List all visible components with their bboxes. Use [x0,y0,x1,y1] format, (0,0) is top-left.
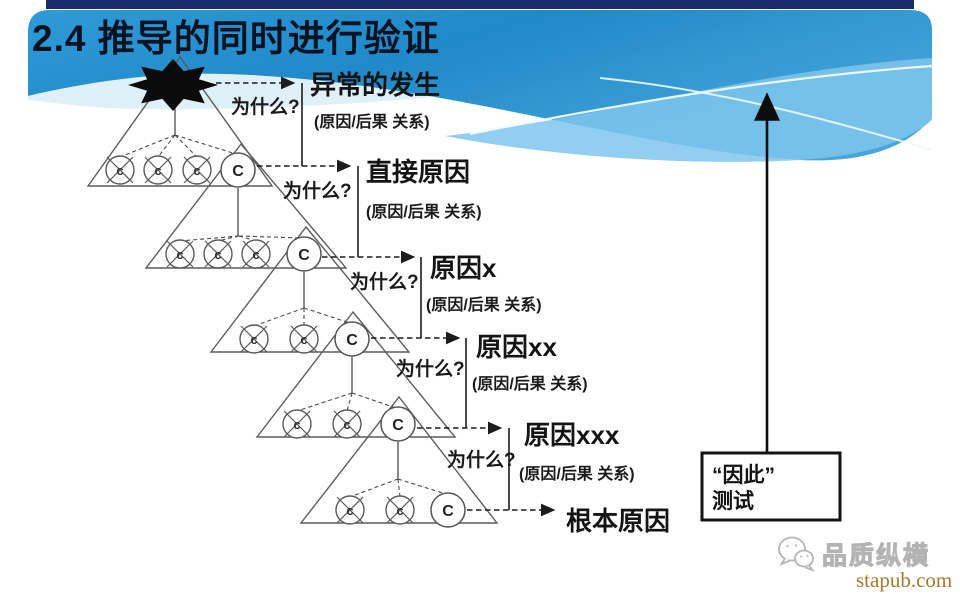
why-label: 为什么? [447,448,516,471]
wechat-icon [778,536,816,572]
why-chain: 异常的发生 (原因/后果 关系) 为什么? 直接原因 (原因/后果 关系) 为什… [216,70,670,536]
stage-root-cause: 根本原因 [467,503,670,536]
selected-cause-circle [220,152,256,188]
relation-label: (原因/后果 关系) [426,295,542,314]
therefore-box-line1: “因此” [712,463,775,487]
problem-triangle-1 [86,55,274,187]
rejected-cause-circle [385,495,415,525]
cause-fan-3 [253,307,351,327]
stage-cause-x: 原因x (原因/后果 关系) 为什么? [322,250,542,338]
relation-label: (原因/后果 关系) [366,202,482,221]
rejected-cause-circle [289,324,319,354]
starburst-icon [128,59,218,111]
stage-label: 异常的发生 [310,70,440,100]
selected-cause-circle [334,321,370,357]
why-label: 为什么? [283,179,352,202]
stage-cause-xxx: 原因xxx (原因/后果 关系) 为什么? [417,420,635,510]
rejected-cause-circle [239,324,269,354]
selected-cause-circle [286,236,322,272]
cause-fan-1 [119,134,237,158]
sky-light-wave [445,58,932,162]
selected-cause-circle [380,406,416,442]
footer-watermark: 品质纵横 stapub.com [778,536,952,592]
therefore-test-box [700,451,842,522]
stage-label: 原因xxx [524,420,620,450]
cause-fan-2 [179,235,303,242]
rejected-cause-circle [105,155,135,185]
rejected-cause-circle [143,155,173,185]
why-label: 为什么? [396,357,465,380]
stage-label: 根本原因 [566,506,670,536]
problem-triangle-2 [144,142,348,269]
why-label: 为什么? [231,95,300,118]
site-watermark: stapub.com [856,568,952,592]
rejected-cause-circle [203,239,233,269]
stage-cause-xx: 原因xx (原因/后果 关系) 为什么? [371,331,588,428]
cause-cascade-diagram [86,55,499,528]
stage-abnormal-occurrence: 异常的发生 (原因/后果 关系) 为什么? [216,70,440,166]
stage-label: 直接原因 [366,157,470,187]
stage-label: 原因x [430,253,497,283]
selected-cause-circle [430,492,466,528]
relation-label: (原因/后果 关系) [314,112,430,131]
therefore-box-line2: 测试 [712,490,754,513]
stage-direct-cause: 直接原因 (原因/后果 关系) 为什么? [257,157,482,257]
top-navy-strip [46,0,914,9]
brand-watermark: 品质纵横 [822,542,930,570]
rejected-cause-circle [241,239,271,269]
therefore-test: “因此” 测试 [700,92,842,522]
rejected-cause-circle [182,155,212,185]
relation-label: (原因/后果 关系) [472,374,588,393]
rejected-cause-circle [335,495,365,525]
header-wave-banner: 2.4 推导的同时进行验证 [28,0,933,162]
white-swoosh-1 [469,64,933,136]
stage-label: 原因xx [476,332,557,362]
left-underglow-wave [28,73,435,110]
relation-label: (原因/后果 关系) [519,464,635,483]
problem-triangle-4 [255,310,457,438]
rejected-cause-circle [332,409,362,439]
rejected-cause-circle [282,409,312,439]
why-label: 为什么? [350,270,419,293]
cause-fan-5 [349,478,447,498]
slide-title: 2.4 推导的同时进行验证 [32,18,440,59]
rejected-cause-circle [165,239,195,269]
cause-fan-4 [296,392,397,412]
